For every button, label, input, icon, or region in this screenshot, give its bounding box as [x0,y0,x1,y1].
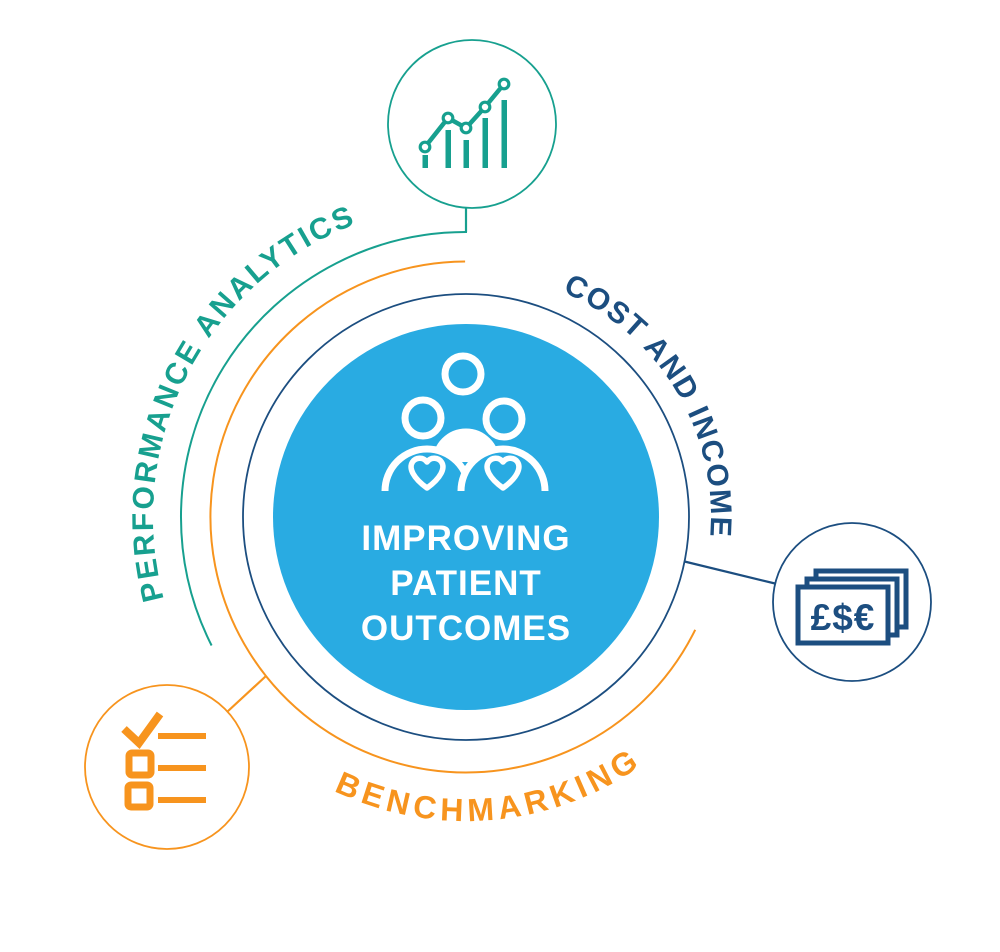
central-node: IMPROVING PATIENT OUTCOMES [273,324,659,710]
ring-arcs [180,230,697,774]
central-title-line2: PATIENT [390,564,542,603]
heart-icon-right [484,455,522,491]
checklist-satellite-node [84,684,250,850]
checklist-icon [121,711,206,811]
currency-symbols-text: £$€ [811,597,876,638]
family-with-hearts-icon [381,352,549,492]
central-title-line3: OUTCOMES [361,609,571,648]
analytics-satellite-node [387,39,557,209]
benchmarking-label: BENCHMARKING [331,740,648,829]
rising-line-bar-chart-icon [418,77,511,168]
heart-icon-left [408,455,446,491]
orange-connector-line [226,675,267,713]
navy-ring-arc [242,293,690,741]
central-title-line1: IMPROVING [361,519,570,558]
teal-ring-arc [180,230,468,646]
benchmarking-text: BENCHMARKING [331,740,643,829]
banknotes-currency-icon: £$€ [795,568,909,646]
money-satellite-node: £$€ [772,522,932,682]
central-title: IMPROVING PATIENT OUTCOMES [361,519,571,648]
connector-lines [226,208,776,713]
orange-ring-arc [209,260,697,774]
central-blue-circle [273,324,659,710]
navy-connector-line [684,560,776,585]
